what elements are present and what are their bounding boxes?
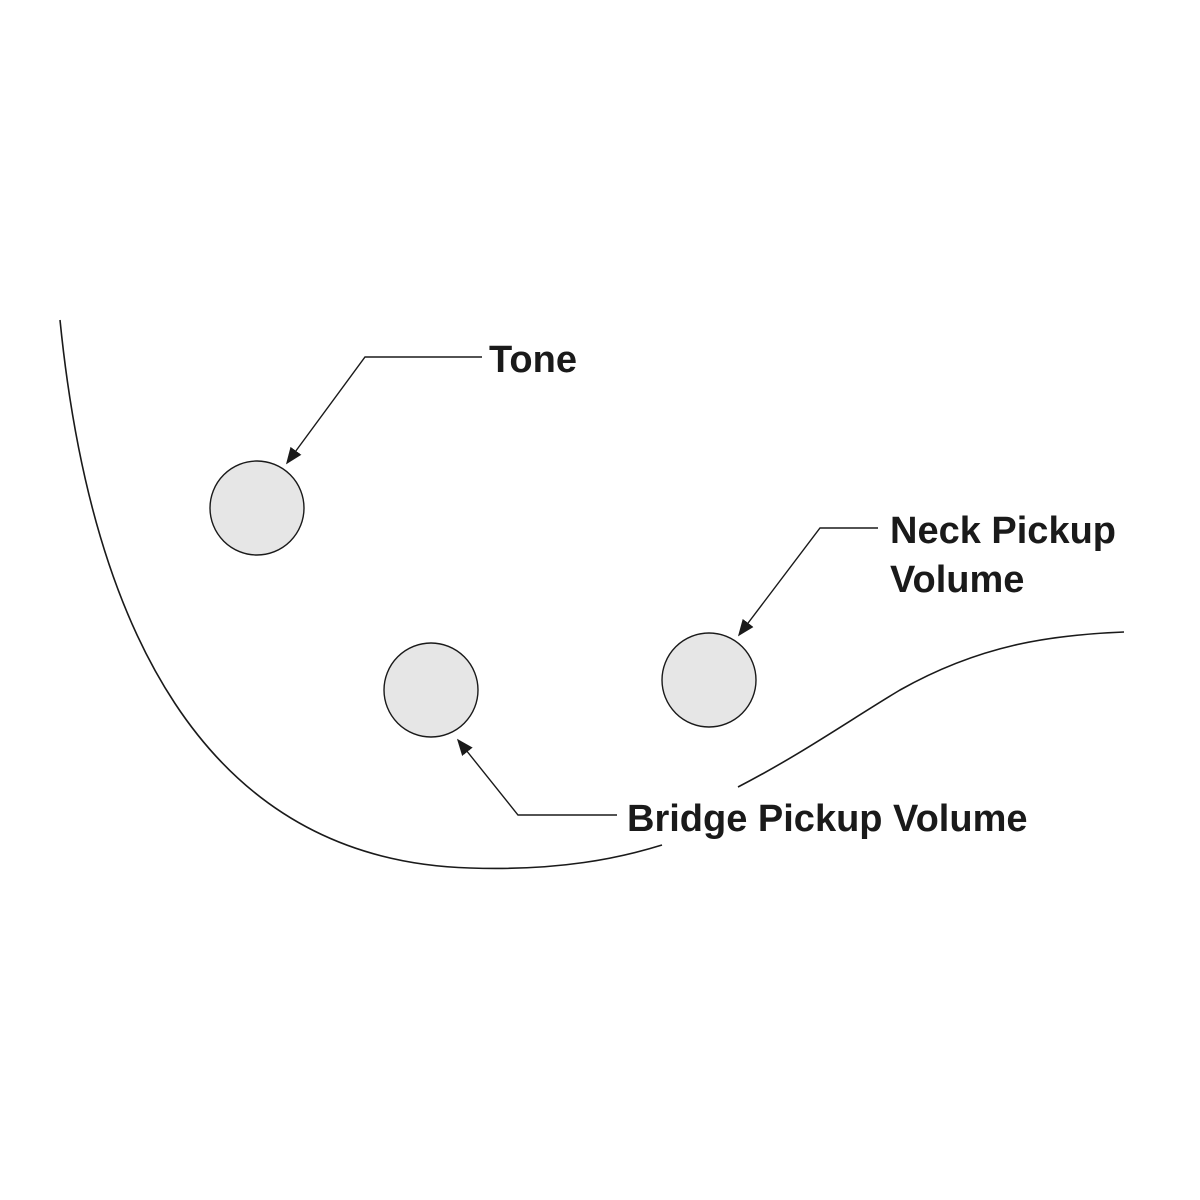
body-outline-left <box>59 319 663 870</box>
neck-pickup-label-line1: Neck Pickup <box>890 510 1116 552</box>
neck-pickup-label-line2: Volume <box>890 559 1024 601</box>
tone-leader-arrow <box>286 356 482 465</box>
bridge-pickup-label: Bridge Pickup Volume <box>627 798 1027 840</box>
tone-label: Tone <box>489 339 577 381</box>
tone-knob <box>209 460 305 556</box>
body-outline-right <box>737 631 1125 788</box>
neck-pickup-volume-knob <box>661 632 757 728</box>
bridge-pickup-leader-arrow <box>456 738 617 816</box>
bridge-pickup-volume-knob <box>383 642 479 738</box>
neck-pickup-leader-arrow <box>737 527 878 637</box>
